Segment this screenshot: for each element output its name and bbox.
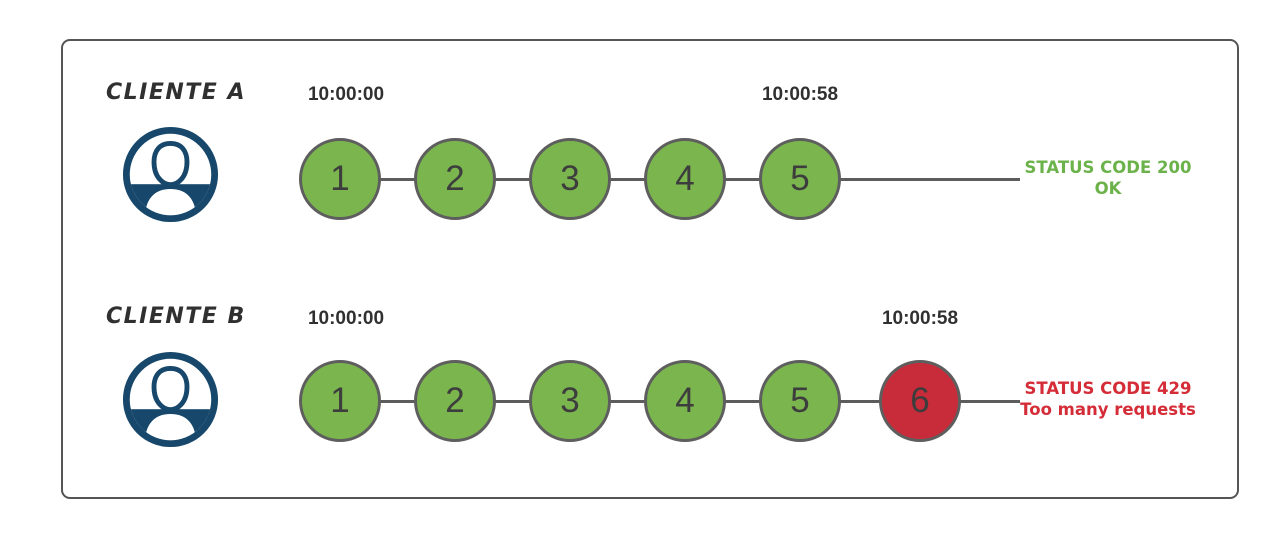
request-node-1: 1 [299, 138, 381, 220]
user-icon [122, 126, 219, 223]
request-node-4: 4 [644, 138, 726, 220]
client-a-label: CLIENTE A [106, 80, 247, 105]
start-time-label: 10:00:00 [307, 308, 385, 329]
request-node-3: 3 [529, 138, 611, 220]
status-code-label: STATUS CODE 429 [1024, 379, 1192, 398]
status-message-label: OK [1094, 179, 1122, 198]
status-code-label: STATUS CODE 200 [1024, 158, 1192, 177]
request-node-4: 4 [644, 360, 726, 442]
user-icon [122, 351, 219, 448]
request-node-6-rejected: 6 [879, 360, 961, 442]
status-label-200: STATUS CODE 200 OK [1025, 157, 1192, 199]
status-label-429: STATUS CODE 429 Too many requests [1020, 378, 1196, 420]
request-node-2: 2 [414, 138, 496, 220]
request-node-1: 1 [299, 360, 381, 442]
request-node-2: 2 [414, 360, 496, 442]
start-time-label: 10:00:00 [307, 84, 385, 105]
outer-frame [61, 39, 1239, 499]
request-node-5: 5 [759, 138, 841, 220]
request-node-5: 5 [759, 360, 841, 442]
request-node-3: 3 [529, 360, 611, 442]
end-time-label: 10:00:58 [881, 308, 959, 329]
status-message-label: Too many requests [1020, 400, 1196, 419]
end-time-label: 10:00:58 [761, 84, 839, 105]
client-b-label: CLIENTE B [106, 304, 246, 329]
